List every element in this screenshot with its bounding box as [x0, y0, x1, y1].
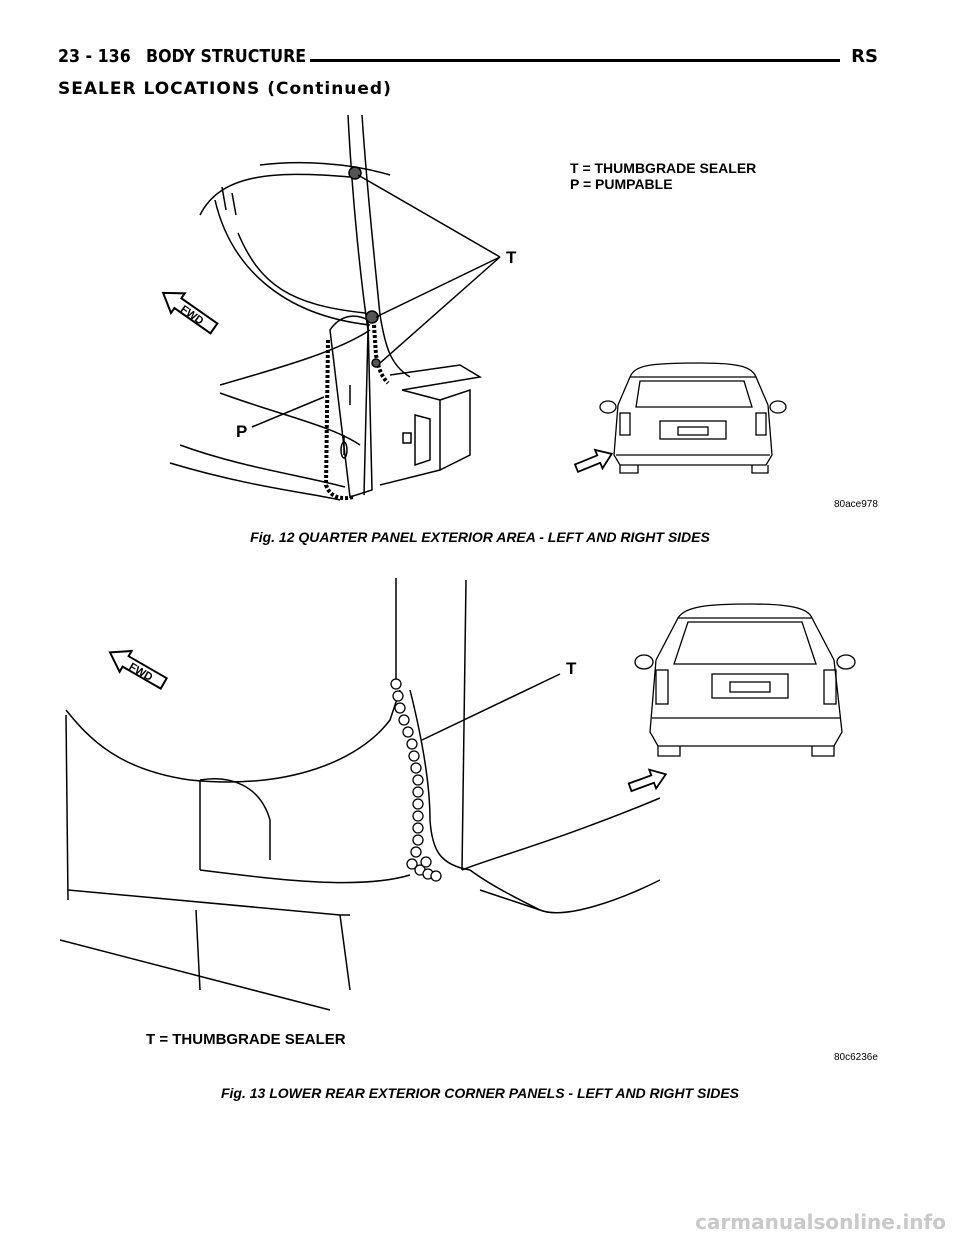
figure-12-caption: Fig. 12 QUARTER PANEL EXTERIOR AREA - LE…	[250, 529, 710, 545]
figure-13-caption: Fig. 13 LOWER REAR EXTERIOR CORNER PANEL…	[220, 1085, 740, 1101]
fwd-arrow-icon: FWD	[108, 649, 169, 690]
fig12-legend-line2: P = PUMPABLE	[570, 176, 673, 192]
fig12-view-arrow-icon	[573, 448, 614, 474]
page-number: 23 - 136	[58, 46, 131, 67]
fig12-legend-line1: T = THUMBGRADE SEALER	[570, 160, 756, 176]
figure-12-illustration: FWD T P T = THUMBGRADE SEALER P = PUMPAB…	[140, 114, 900, 515]
fig12-label-p: P	[236, 422, 247, 441]
fig13-label-t: T	[566, 659, 577, 678]
fig13-fwd-label: FWD	[127, 661, 155, 684]
figure-13-illustration: FWD T T = THUMBGRADE SEALER 80c6236e	[59, 570, 900, 1070]
fig13-image-code: 80c6236e	[834, 1052, 878, 1063]
page-header: 23 - 136 BODY STRUCTURE RS	[58, 46, 878, 72]
fig12-van-rear-view	[599, 362, 787, 474]
section-title: BODY STRUCTURE	[146, 46, 307, 67]
fig13-legend: T = THUMBGRADE SEALER	[146, 1031, 346, 1048]
section-subheading: SEALER LOCATIONS (Continued)	[58, 79, 392, 99]
fig13-van-rear-view	[634, 603, 856, 757]
fig12-label-t: T	[506, 248, 517, 267]
header-rule	[310, 59, 840, 62]
section-code: RS	[851, 46, 878, 67]
fig13-view-arrow-icon	[627, 768, 668, 793]
site-watermark: carmanualsonline.info	[695, 1210, 946, 1234]
fig12-image-code: 80ace978	[834, 499, 878, 510]
fwd-arrow-icon: FWD	[161, 291, 219, 335]
